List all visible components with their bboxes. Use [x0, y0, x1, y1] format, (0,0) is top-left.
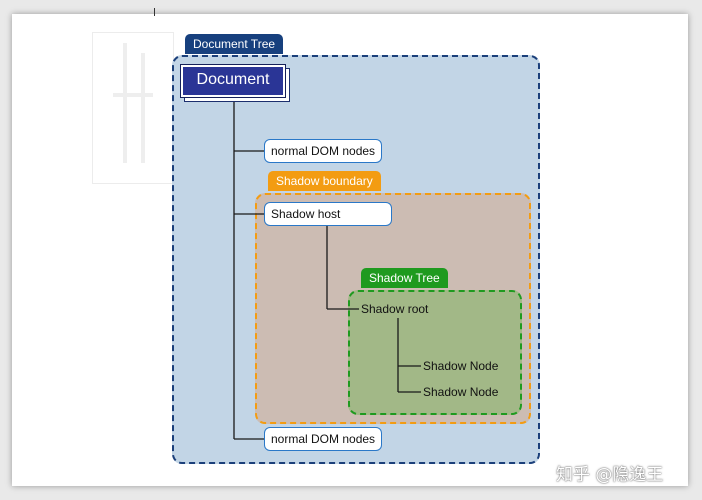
shadow-boundary-tab: Shadow boundary: [268, 171, 381, 191]
shadow-node-1: Shadow Node: [423, 359, 499, 373]
shadow-tree-region: [348, 290, 522, 415]
shadow-root-node: Shadow root: [361, 302, 429, 316]
faint-watermark-graphic: [92, 32, 174, 184]
shadow-host-node: Shadow host: [264, 202, 392, 226]
shadow-node-2: Shadow Node: [423, 385, 499, 399]
shadow-tree-tab: Shadow Tree: [361, 268, 448, 288]
zhihu-watermark: 知乎 @隐逸王: [556, 465, 664, 485]
corner-tick: [154, 8, 155, 16]
document-tree-tab: Document Tree: [185, 34, 284, 54]
normal-dom-nodes-top: normal DOM nodes: [264, 139, 383, 163]
document-node: Document: [180, 64, 286, 98]
normal-dom-nodes-bottom: normal DOM nodes: [264, 427, 383, 451]
